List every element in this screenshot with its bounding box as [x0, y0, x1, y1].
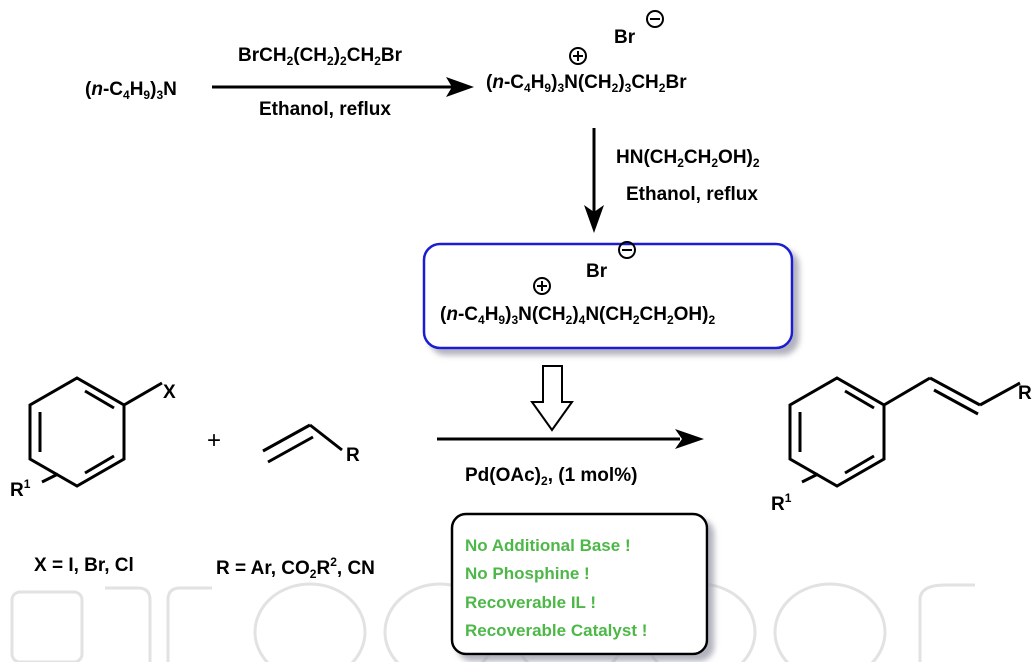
hollow-down-arrow	[530, 365, 574, 432]
anion-charge-icon	[646, 10, 664, 28]
anion-charge-icon	[618, 241, 636, 259]
step1-anion: Br	[614, 27, 636, 48]
aryl-ring-substituent: R1	[10, 477, 31, 501]
advantage-item: Recoverable IL !	[465, 593, 597, 612]
ionic-liquid-box	[422, 242, 794, 350]
diethanolamine-reagent: HN(CH2CH2OH)2	[616, 147, 760, 170]
step1-arrow	[212, 77, 474, 97]
step1-conditions: Ethanol, reflux	[259, 99, 391, 120]
step2-conditions: Ethanol, reflux	[626, 184, 758, 205]
heck-arrow	[437, 429, 704, 449]
ionic-liquid-anion: Br	[586, 261, 608, 282]
x-definition: X = I, Br, Cl	[34, 555, 134, 576]
product-r-label: R	[1018, 383, 1032, 404]
advantage-item: No Phosphine !	[465, 564, 590, 583]
catalyst-label: Pd(OAc)2, (1 mol%)	[465, 465, 638, 488]
cation-charge-icon	[569, 47, 587, 65]
ionic-liquid-formula: (n-C4H9)3N(CH2)4N(CH2CH2OH)2	[440, 304, 716, 327]
step2-arrow	[584, 128, 604, 233]
plus-sign: +	[207, 427, 222, 454]
alkene	[262, 423, 343, 464]
r-definition: R = Ar, CO2R2, CN	[216, 555, 375, 581]
aryl-halide-ring	[28, 376, 163, 488]
product-ring-substituent: R1	[771, 491, 792, 515]
alkene-r-label: R	[346, 445, 360, 466]
dibromobutane-reagent: BrCH2(CH2)2CH2Br	[238, 45, 402, 68]
advantages-box	[450, 512, 709, 656]
tributylamine-formula: (n-C4H9)3N	[85, 79, 177, 102]
advantage-item: No Additional Base !	[465, 536, 631, 555]
bromobutyl-ammonium-formula: (n-C4H9)3N(CH2)3CH2Br	[486, 72, 687, 95]
aryl-halide-x-label: X	[163, 382, 176, 403]
product-ring	[788, 376, 1021, 488]
cation-charge-icon	[533, 277, 551, 295]
advantage-item: Recoverable Catalyst !	[465, 621, 648, 640]
